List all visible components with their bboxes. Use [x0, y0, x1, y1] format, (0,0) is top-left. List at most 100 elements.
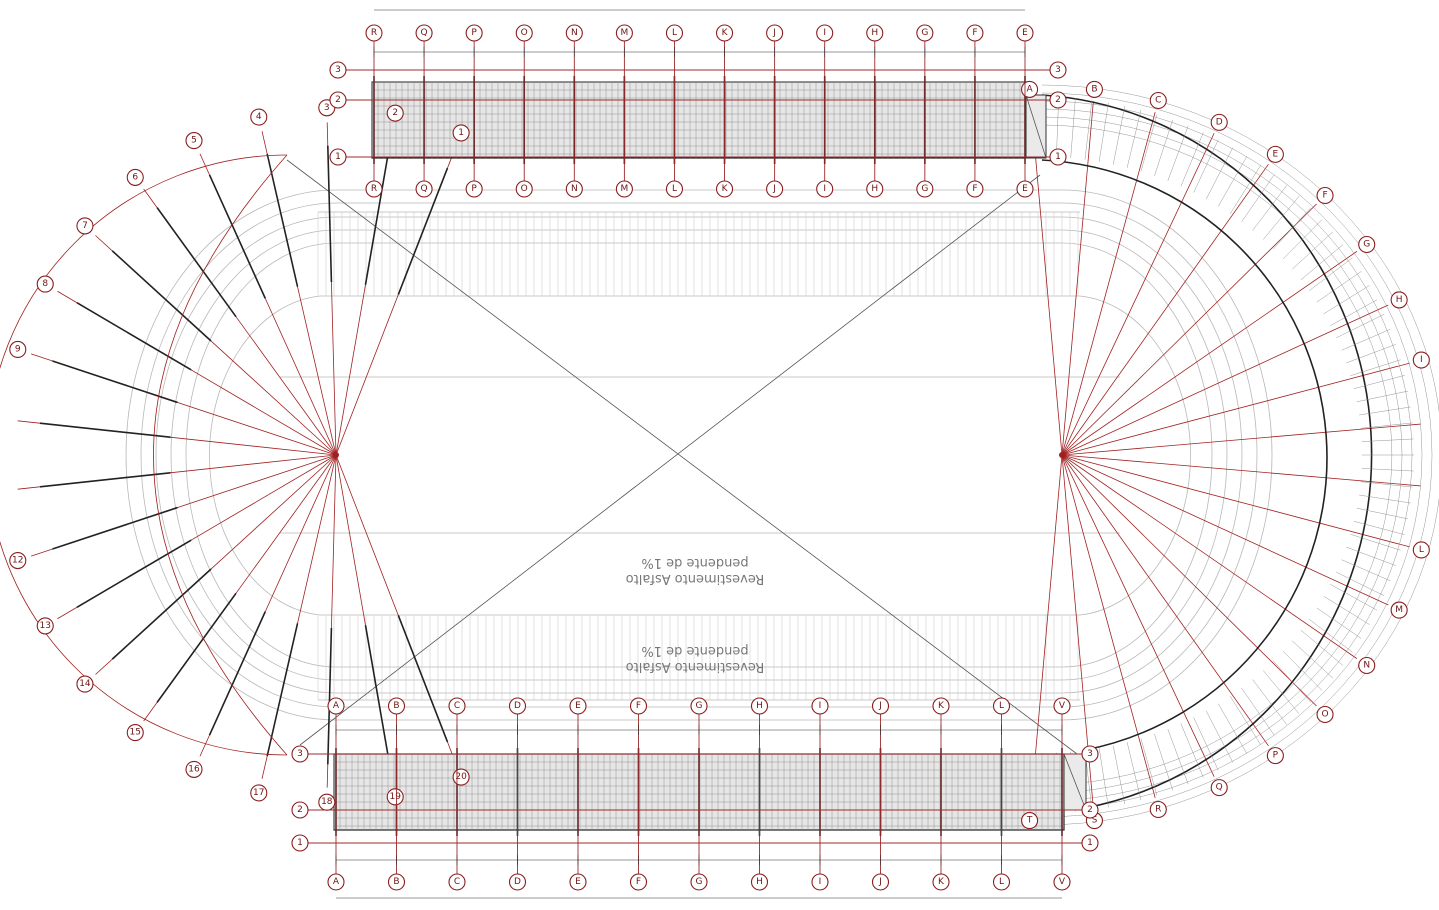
axis-top-row-right-2-circle — [1049, 91, 1067, 109]
axis-bottom-lower-K-circle — [932, 873, 950, 891]
axis-top-lower-E: E — [1016, 180, 1034, 198]
axis-right-H-circle — [1390, 291, 1408, 309]
axis-right-G-label: G — [1363, 239, 1370, 249]
axis-bottom-J-circle — [871, 697, 890, 715]
axis-left-18-label: 18 — [321, 797, 333, 807]
axis-top-L-label: L — [672, 28, 677, 38]
radial-line-right — [1061, 454, 1269, 747]
right-truss-rib — [1316, 271, 1362, 303]
diagonal-line-a — [286, 159, 1086, 761]
radial-beam-left — [76, 302, 192, 371]
axis-top-N-circle — [565, 24, 583, 42]
right-truss-rib — [1346, 344, 1396, 364]
axis-right-O-label: O — [1321, 710, 1328, 720]
right-truss-rib — [1353, 521, 1405, 535]
axis-bottom-G: G — [690, 697, 708, 715]
axis-left-20: 20 — [452, 768, 470, 786]
left-fan-center — [333, 452, 339, 458]
top-truss-frame — [371, 81, 1027, 159]
axis-top-row-left-1-label: 1 — [335, 152, 341, 162]
right-truss-band — [1041, 92, 1433, 818]
right-truss-rib — [1273, 207, 1312, 250]
radial-beam-left — [327, 627, 333, 765]
dimension-lines — [335, 9, 1063, 899]
axis-top-F: F — [966, 24, 984, 42]
axis-top-H-label: H — [871, 28, 878, 38]
axis-top-lower-P-label: P — [471, 184, 477, 194]
axis-bottom-lower-G-circle — [690, 873, 708, 891]
radial-line-right — [1061, 101, 1094, 456]
right-truss-rib — [1084, 100, 1093, 160]
axis-top-lower-F-circle — [966, 180, 984, 198]
axis-top-row-left-1: 1 — [329, 148, 347, 166]
axis-bottom-lower-J-label: J — [878, 877, 882, 887]
axis-left-19-label: 19 — [389, 792, 401, 802]
right-truss-rib — [1353, 375, 1405, 389]
axis-right-H-label: H — [1396, 295, 1403, 305]
axis-left-8-circle — [36, 275, 54, 293]
axis-right-L: L — [1412, 541, 1430, 559]
tier-outline — [155, 216, 1243, 694]
axis-bottom-lower-B-circle — [387, 873, 406, 891]
axis-bottom-row-right-2-label: 2 — [1087, 805, 1093, 815]
radial-beam-left — [156, 207, 237, 318]
top-connector-brace — [1025, 94, 1047, 159]
right-truss-band — [1041, 84, 1439, 826]
axis-top-lower-O-label: O — [521, 184, 528, 194]
axis-bottom-row-right-1-circle — [1081, 834, 1099, 852]
radial-beam-left — [397, 167, 449, 295]
axis-bottom-lower-H: H — [750, 873, 769, 891]
axis-bottom-lower-I: I — [811, 873, 829, 891]
axis-left-4: 4 — [250, 108, 268, 126]
axis-left-17-circle — [250, 784, 268, 802]
right-truss-rib — [1361, 468, 1414, 472]
axis-top-R: R — [365, 24, 383, 42]
axis-top-lower-J-circle — [766, 180, 784, 198]
axis-top-lower-N: N — [565, 180, 583, 198]
axis-right-P-circle — [1266, 747, 1284, 765]
axis-bottom-lower-H-circle — [750, 873, 769, 891]
right-truss-rib — [1262, 670, 1300, 714]
axis-top-J-circle — [766, 24, 784, 42]
right-truss-rib — [1300, 629, 1344, 666]
axis-right-I-label: I — [1420, 355, 1423, 365]
axis-bottom-lower-I-circle — [811, 873, 829, 891]
axis-top-row-right-3-circle — [1049, 61, 1067, 79]
axis-bottom-lower-V-circle — [1053, 873, 1071, 891]
axis-bottom-row-right-1: 1 — [1081, 834, 1099, 852]
right-truss-rib — [1241, 687, 1275, 736]
axis-top-lower-J: J — [766, 180, 784, 198]
axis-top-G-circle — [916, 24, 934, 42]
right-truss-rib — [1229, 165, 1261, 215]
axis-top-lower-Q-circle — [415, 180, 433, 198]
axis-left-3-label: 3 — [324, 103, 330, 113]
axis-bottom-B: B — [387, 697, 406, 715]
axis-left-16-label: 16 — [188, 764, 200, 774]
axis-left-5: 5 — [185, 132, 203, 150]
axis-bottom-row-right-3-label: 3 — [1087, 749, 1093, 759]
axis-bottom-lower-D-label: D — [514, 877, 521, 887]
right-truss-rib — [1341, 559, 1391, 581]
axis-top-row-right-2-label: 2 — [1055, 95, 1061, 105]
right-truss-rib — [1154, 733, 1173, 791]
axis-bottom-B-circle — [387, 697, 406, 715]
axis-bottom-row-left-3: 3 — [291, 745, 309, 763]
axis-right-Q: Q — [1210, 779, 1228, 797]
radial-line-right — [1061, 362, 1410, 456]
axis-left-1: 1 — [452, 124, 470, 142]
axis-bottom-I-label: I — [819, 701, 822, 711]
axis-top-lower-P: P — [465, 180, 483, 198]
axis-right-Q-label: Q — [1216, 783, 1223, 793]
axis-right-E: E — [1266, 145, 1284, 163]
axis-bottom-lower-F-circle — [629, 873, 648, 891]
axis-left-13: 13 — [36, 617, 54, 635]
axis-left-17: 17 — [250, 784, 268, 802]
axis-bottom-F: F — [629, 697, 648, 715]
axis-left-4-label: 4 — [256, 112, 262, 122]
axis-left-5-label: 5 — [191, 136, 197, 146]
axis-top-G: G — [916, 24, 934, 42]
axis-right-R-circle — [1149, 800, 1167, 819]
axis-bottom-lower-C-circle — [448, 873, 466, 891]
axis-bottom-row-right-1-label: 1 — [1087, 838, 1093, 848]
